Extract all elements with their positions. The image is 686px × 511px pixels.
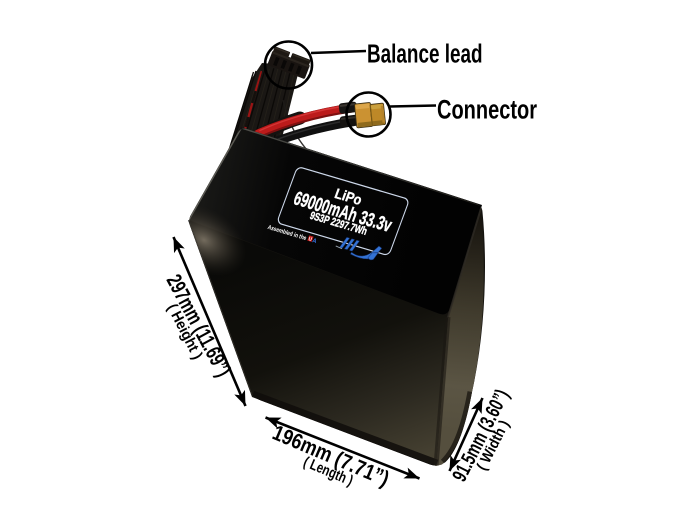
svg-text:A: A (311, 238, 318, 245)
svg-text:Balance lead: Balance lead (367, 41, 483, 69)
svg-text:LiPo: LiPo (333, 186, 365, 209)
svg-text:Connector: Connector (437, 95, 537, 125)
svg-text:U: U (307, 236, 313, 243)
